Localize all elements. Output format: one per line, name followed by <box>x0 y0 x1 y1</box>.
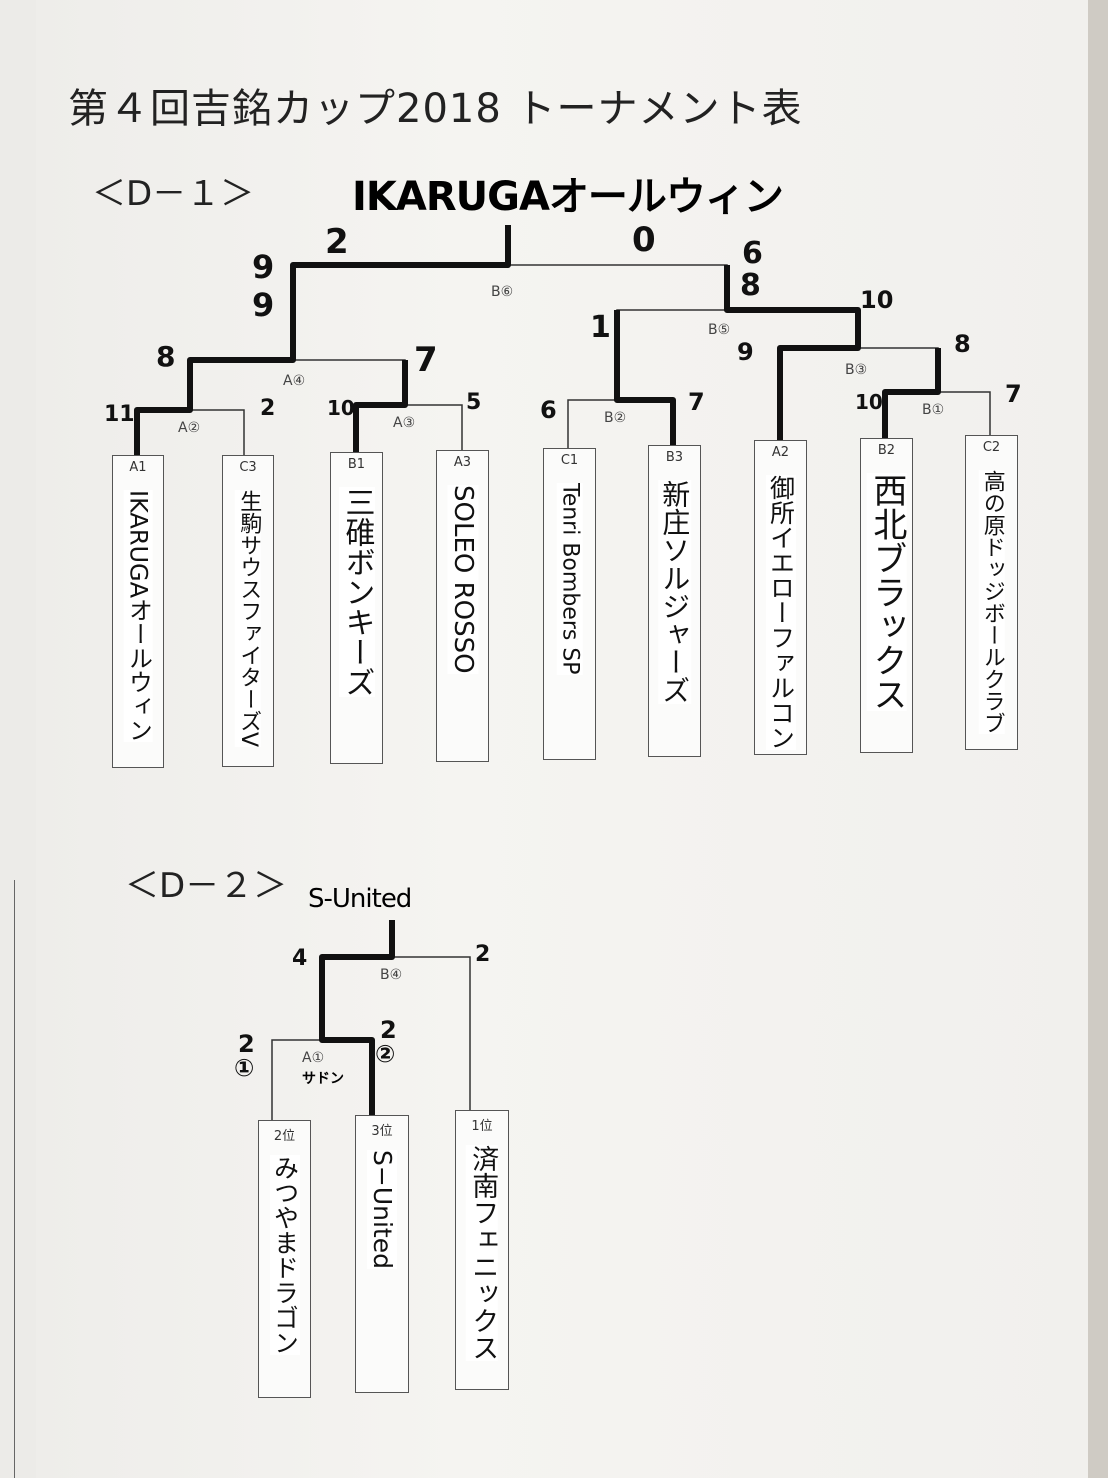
team-name: 高の原ドッジボールクラブ <box>978 470 1005 734</box>
win-path-b1 <box>882 348 941 445</box>
score: 4 <box>292 946 308 971</box>
score: 2 <box>238 1030 255 1058</box>
score: 10 <box>855 390 883 414</box>
score: 9 <box>252 286 275 324</box>
section-d1-label: ＜D－１＞ <box>92 174 255 214</box>
team-box: B2 西北ブラックス <box>860 438 913 753</box>
score: 8 <box>740 268 761 303</box>
team-seed: A1 <box>129 460 147 475</box>
match-label: B② <box>604 410 627 426</box>
match-label: B① <box>922 402 945 418</box>
match-label: A④ <box>283 373 306 389</box>
match-label: B⑤ <box>708 322 731 338</box>
match-label: B③ <box>845 362 868 378</box>
poster-title: 第４回吉銘カップ2018 トーナメント表 <box>68 86 803 132</box>
team-seed: 3位 <box>371 1124 393 1139</box>
team-box: 1位済南フェニックス <box>455 1110 509 1390</box>
team-box: B1 三碓ボンキーズ <box>330 452 383 764</box>
score: 5 <box>466 390 482 415</box>
score: ① <box>234 1054 255 1082</box>
team-seed: C1 <box>560 453 579 468</box>
score: 1 <box>590 310 611 345</box>
score: 6 <box>540 396 557 424</box>
score: 9 <box>737 338 754 366</box>
win-path-a3 <box>353 360 408 455</box>
team-name: 御所イエローファルコン <box>765 475 796 750</box>
d1-champion: IKARUGAオールウィン <box>352 174 784 220</box>
score: ② <box>375 1040 396 1068</box>
match-label: A② <box>178 420 201 436</box>
team-name: 生駒サウスファイターズV <box>234 490 262 748</box>
team-seed: 2位 <box>273 1129 296 1144</box>
win-path-d2 <box>319 920 395 1115</box>
team-box: A2 御所イエローファルコン <box>754 440 807 755</box>
team-seed: B3 <box>665 450 684 465</box>
team-box: 3位 S−United <box>355 1115 409 1393</box>
team-name: 新庄ソルジャーズ <box>657 480 692 704</box>
team-box: C2 高の原ドッジボールクラブ <box>965 435 1018 750</box>
team-seed: C2 <box>982 440 1001 455</box>
team-box: C3 生駒サウスファイターズV <box>222 455 274 767</box>
score: 0 <box>632 220 656 260</box>
score: 10 <box>327 396 355 420</box>
team-seed: B2 <box>877 443 896 458</box>
score: 10 <box>860 286 894 314</box>
section-d2-label: ＜D－２＞ <box>125 866 288 906</box>
team-seed: C3 <box>239 460 257 475</box>
team-name: S−United <box>367 1150 397 1269</box>
team-seed: 1位 <box>471 1119 493 1134</box>
score: 2 <box>325 222 349 262</box>
match-label: B④ <box>380 967 403 983</box>
score: 9 <box>252 248 275 286</box>
team-name: 西北ブラックス <box>866 473 907 711</box>
team-name: 済南フェニックス <box>465 1145 499 1361</box>
win-path-a2 <box>134 225 511 455</box>
score: 2 <box>475 942 491 967</box>
match-label: B⑥ <box>491 284 514 300</box>
score: 11 <box>104 402 135 427</box>
score: 2 <box>260 396 276 421</box>
team-name: 三碓ボンキーズ <box>338 487 375 697</box>
match-label: A③ <box>393 415 416 431</box>
team-name: IKARUGAオールウィン <box>123 490 153 743</box>
match-note: サドン <box>302 1071 344 1087</box>
d2-champion: S-United <box>308 884 412 914</box>
team-box: B3 新庄ソルジャーズ <box>648 445 701 757</box>
win-path-b3 <box>724 265 861 440</box>
score: 8 <box>954 330 971 358</box>
team-name: SOLEO ROSSO <box>446 485 479 674</box>
score: 6 <box>742 236 763 271</box>
win-path-b2 <box>614 310 676 445</box>
score: 2 <box>380 1016 397 1044</box>
team-seed: B1 <box>347 457 366 472</box>
match-label: A① <box>302 1050 325 1066</box>
team-name: みつやまドラゴン <box>269 1155 300 1355</box>
team-box: 2位みつやまドラゴン <box>258 1120 311 1398</box>
team-seed: A3 <box>453 455 472 470</box>
score: 7 <box>688 388 705 416</box>
score: 7 <box>414 340 438 380</box>
team-name: Tenri Bombers SP <box>556 483 583 675</box>
score: 8 <box>156 340 176 373</box>
team-seed: A2 <box>771 445 790 460</box>
score: 7 <box>1005 380 1022 408</box>
